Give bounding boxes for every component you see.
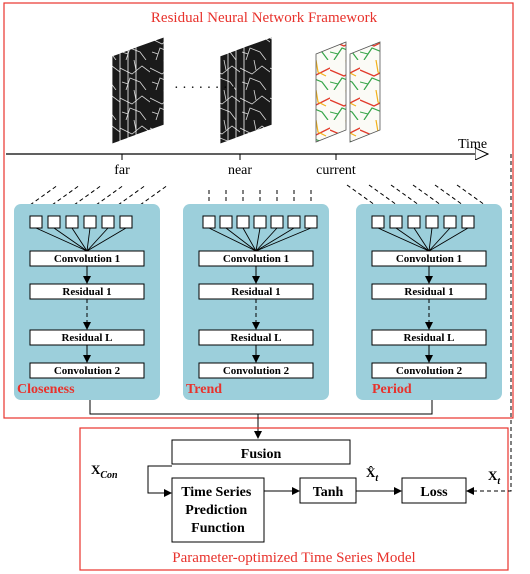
loss-label: Loss <box>420 485 448 500</box>
branch-period: Convolution 1 Residual 1 Residual L Conv… <box>356 204 502 400</box>
time-mark-near: near <box>228 163 252 178</box>
layer-resL: Residual L <box>61 332 112 344</box>
tsp-box <box>171 477 265 543</box>
tsp-label: Time Series Prediction Function <box>181 485 255 536</box>
feed-lines-period <box>346 184 486 206</box>
feed-lines-trend <box>208 190 312 214</box>
layer-res1: Residual 1 <box>404 286 453 298</box>
layer-conv2: Convolution 2 <box>223 365 290 377</box>
branch-trend: Convolution 1 Residual 1 Residual L Conv… <box>183 204 329 400</box>
branch-label-closeness: Closeness <box>17 382 75 397</box>
fusion-label: Fusion <box>241 447 282 462</box>
x-t-label: Xt <box>488 468 501 487</box>
layer-conv1: Convolution 1 <box>54 253 120 265</box>
model-title: Parameter-optimized Time Series Model <box>172 550 415 566</box>
framework-title: Residual Neural Network Framework <box>151 10 378 26</box>
layer-conv2: Convolution 2 <box>396 365 463 377</box>
x-con-label: XCon <box>91 462 118 481</box>
fusion-box <box>171 439 351 465</box>
time-label: Time <box>458 137 487 152</box>
image-stack-near <box>219 36 273 145</box>
layer-resL: Residual L <box>403 332 454 344</box>
layer-res1: Residual 1 <box>231 286 280 298</box>
ground-truth-path <box>466 154 512 495</box>
branch-label-trend: Trend <box>186 382 222 397</box>
layer-conv1: Convolution 1 <box>223 253 289 265</box>
fusion-to-tsp-line <box>147 465 172 497</box>
image-stack-far <box>111 36 165 145</box>
model-frame <box>79 427 509 571</box>
layer-res1: Residual 1 <box>62 286 111 298</box>
layer-conv1: Convolution 1 <box>396 253 462 265</box>
loss-box <box>401 477 467 504</box>
time-mark-far: far <box>114 163 130 178</box>
branch-closeness: Convolution 1 Residual 1 Residual L Conv… <box>14 204 160 400</box>
x-hat-label: X̂t <box>366 465 379 484</box>
ellipsis: · · · · · · · · <box>174 81 236 96</box>
branch-label-period: Period <box>372 382 412 397</box>
layer-resL: Residual L <box>230 332 281 344</box>
tanh-label: Tanh <box>313 485 344 500</box>
merge-connector <box>89 400 433 415</box>
image-stack-current <box>315 41 381 143</box>
tanh-box <box>299 477 357 504</box>
feed-lines-closeness <box>29 184 169 206</box>
layer-conv2: Convolution 2 <box>54 365 121 377</box>
time-mark-current: current <box>316 163 356 178</box>
